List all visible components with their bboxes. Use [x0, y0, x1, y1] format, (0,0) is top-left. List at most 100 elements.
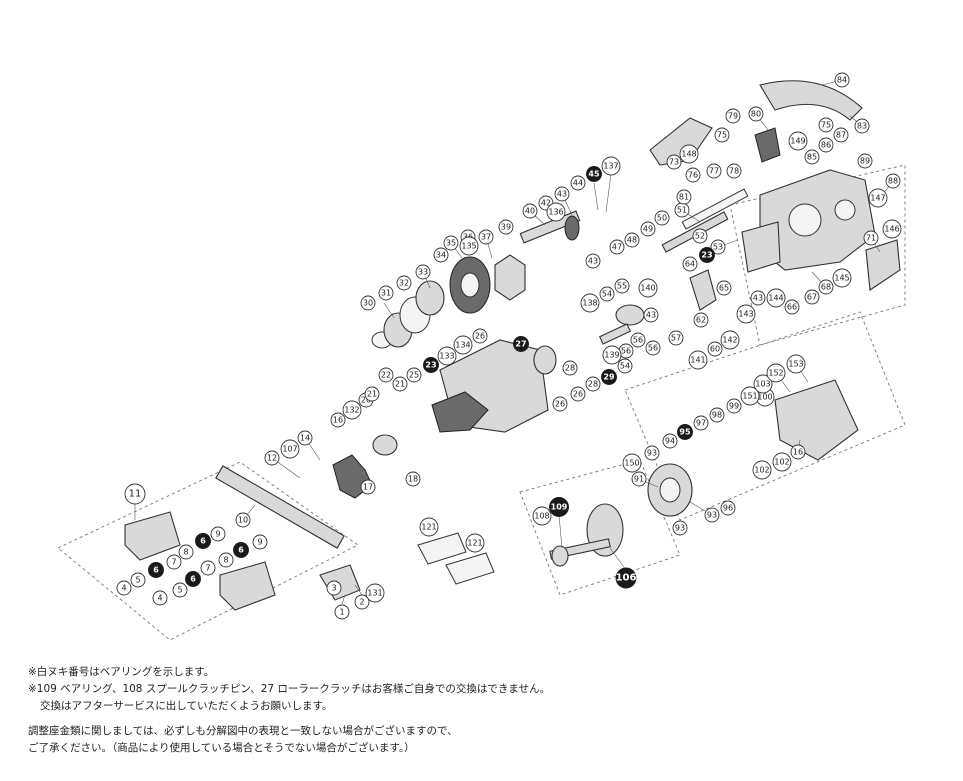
part-callout-34: 34 — [433, 247, 449, 263]
leader-line — [341, 594, 346, 605]
callout-ring — [662, 433, 678, 449]
callout-number: 137 — [603, 162, 618, 171]
part-callout-55: 55 — [614, 278, 630, 294]
part-callout-30: 30 — [360, 295, 376, 311]
callout-number: 75 — [821, 121, 831, 130]
callout-ring — [868, 188, 888, 208]
callout-ring — [672, 520, 688, 536]
callout-ring — [554, 186, 570, 202]
callout-number: 138 — [582, 299, 597, 308]
part-callout-65: 65 — [716, 280, 732, 296]
callout-number: 98 — [712, 411, 722, 420]
callout-ring — [617, 358, 633, 374]
part-callout-150: 150 — [622, 453, 642, 473]
pinion-gear — [564, 215, 580, 241]
callout-ring — [342, 400, 362, 420]
callout-ring — [580, 293, 600, 313]
callout-ring — [725, 108, 741, 124]
part-callout-8: 8 — [218, 552, 234, 568]
callout-ring — [423, 357, 439, 373]
part-callout-28: 28 — [562, 360, 578, 376]
part-callout-144: 144 — [766, 288, 786, 308]
callout-number: 29 — [603, 373, 615, 382]
callout-number: 7 — [171, 558, 176, 567]
callout-number: 60 — [710, 345, 720, 354]
callout-ring — [640, 221, 656, 237]
callout-ring — [736, 304, 756, 324]
note-gap — [28, 715, 938, 723]
callout-ring — [645, 340, 661, 356]
part-callout-12: 12 — [264, 450, 280, 466]
callout-number: 35 — [446, 239, 456, 248]
callout-ring — [185, 571, 201, 587]
callout-number: 108 — [534, 512, 549, 521]
callout-number: 26 — [555, 400, 565, 409]
callout-number: 4 — [157, 594, 162, 603]
part-callout-16: 16 — [330, 412, 346, 428]
callout-ring — [585, 253, 601, 269]
leader-line — [383, 302, 395, 319]
drag-washer-set-a — [417, 532, 467, 565]
callout-ring — [354, 594, 370, 610]
callout-number: 84 — [837, 76, 847, 85]
clutch-bar — [759, 80, 863, 121]
callout-ring — [166, 554, 182, 570]
callout-ring — [622, 453, 642, 473]
callout-number: 151 — [742, 392, 757, 401]
thumb-rest-plate — [649, 117, 713, 166]
callout-ring — [498, 219, 514, 235]
callout-number: 23 — [701, 251, 712, 260]
callout-number: 4 — [121, 584, 126, 593]
callout-ring — [562, 360, 578, 376]
callout-number: 121 — [467, 539, 482, 548]
callout-ring — [586, 166, 602, 182]
part-callout-7: 7 — [166, 554, 182, 570]
callout-number: 6 — [153, 566, 159, 575]
part-callout-8: 8 — [178, 544, 194, 560]
thumb-lever — [865, 239, 901, 291]
callout-ring — [682, 256, 698, 272]
part-callout-138: 138 — [580, 293, 600, 313]
main-gear-hub — [460, 272, 480, 298]
callout-number: 133 — [439, 352, 454, 361]
callout-ring — [549, 497, 569, 517]
brake-unit-hub — [659, 477, 681, 503]
callout-ring — [459, 236, 479, 256]
callout-ring — [406, 367, 422, 383]
callout-ring — [676, 189, 692, 205]
part-callout-28: 28 — [585, 376, 601, 392]
part-callout-51: 51 — [674, 202, 690, 218]
callout-number: 85 — [807, 153, 817, 162]
handle-knob-upper — [124, 511, 181, 561]
bearing-callout-45: 45 — [586, 166, 602, 182]
callout-number: 45 — [588, 170, 600, 179]
part-callout-32: 32 — [396, 275, 412, 291]
callout-number: 62 — [696, 316, 706, 325]
part-callout-9: 9 — [210, 526, 226, 542]
callout-number: 6 — [200, 537, 206, 546]
part-callout-146: 146 — [882, 219, 902, 239]
part-callout-73: 73 — [666, 154, 682, 170]
part-callout-14: 14 — [297, 430, 313, 446]
callout-number: 66 — [787, 303, 797, 312]
callout-ring — [818, 279, 834, 295]
callout-ring — [693, 312, 709, 328]
callout-number: 1 — [339, 608, 344, 617]
callout-ring — [472, 328, 488, 344]
callout-number: 147 — [870, 194, 885, 203]
frame-group-outline — [729, 164, 906, 346]
level-wind-pipe — [681, 188, 749, 230]
callout-ring — [378, 367, 394, 383]
callout-number: 91 — [634, 475, 644, 484]
part-callout-52: 52 — [692, 228, 708, 244]
clutch-cam — [754, 127, 781, 163]
callout-number: 102 — [774, 458, 789, 467]
part-callout-22: 22 — [378, 367, 394, 383]
callout-number: 83 — [857, 122, 867, 131]
drag-washer-34 — [415, 280, 445, 316]
callout-ring — [235, 512, 251, 528]
part-callout-84: 84 — [834, 72, 850, 88]
callout-ring — [437, 346, 457, 366]
callout-number: 67 — [807, 293, 817, 302]
callout-number: 11 — [129, 489, 142, 500]
